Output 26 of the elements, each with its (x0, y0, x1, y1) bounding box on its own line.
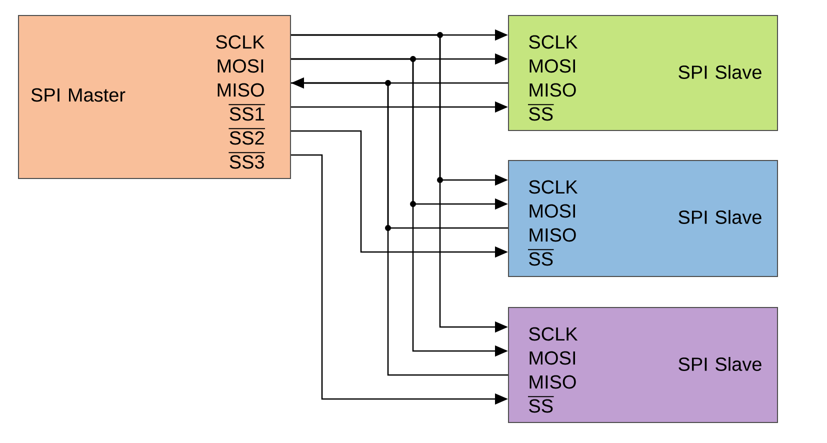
pin-label: MOSI (530, 204, 576, 218)
pin-label: SS3 (228, 152, 266, 169)
pin-label: MISO (530, 83, 576, 97)
device-label: SPI Master (31, 88, 126, 102)
slave-box (508, 15, 778, 131)
pin-label: MISO (530, 228, 576, 242)
pin-label: SS (528, 396, 554, 413)
pin-label: MOSI (530, 351, 576, 365)
pin-label: MISO (218, 83, 264, 97)
pin-label: SCLK (529, 180, 578, 194)
pin-label: SS1 (228, 104, 266, 121)
pin-label: MOSI (530, 59, 576, 73)
pin-label: SCLK (529, 327, 578, 341)
device-label: SPI Slave (678, 357, 762, 371)
pin-label: SCLK (216, 35, 265, 49)
slave-box (508, 307, 778, 423)
pin-label: SCLK (529, 35, 578, 49)
pin-label: SS (528, 104, 554, 121)
device-label: SPI Slave (678, 210, 762, 224)
master-box (18, 15, 291, 179)
device-label: SPI Slave (678, 65, 762, 79)
pin-label: MOSI (218, 59, 264, 73)
pin-label: SS2 (228, 128, 266, 145)
pin-label: SS (528, 249, 554, 266)
pin-label: MISO (530, 375, 576, 389)
slave-box (508, 160, 778, 277)
